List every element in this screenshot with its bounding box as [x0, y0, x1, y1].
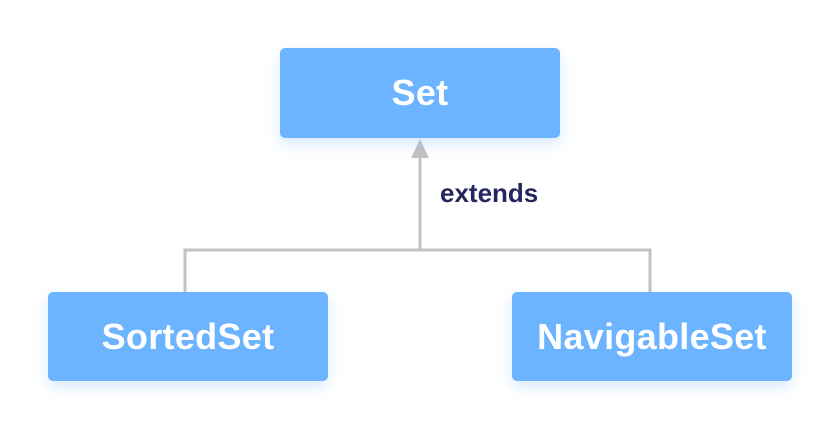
node-set: Set	[280, 48, 560, 138]
extends-label: extends	[440, 178, 539, 208]
node-sortedset-label: SortedSet	[101, 315, 275, 357]
node-set-label: Set	[391, 72, 449, 113]
node-navigableset: NavigableSet	[512, 292, 792, 381]
arrowhead-up	[411, 139, 429, 158]
node-navigableset-label: NavigableSet	[537, 315, 767, 357]
node-sortedset: SortedSet	[48, 292, 328, 381]
connector-navigableset	[420, 248, 652, 292]
connector-sortedset	[183, 248, 420, 292]
